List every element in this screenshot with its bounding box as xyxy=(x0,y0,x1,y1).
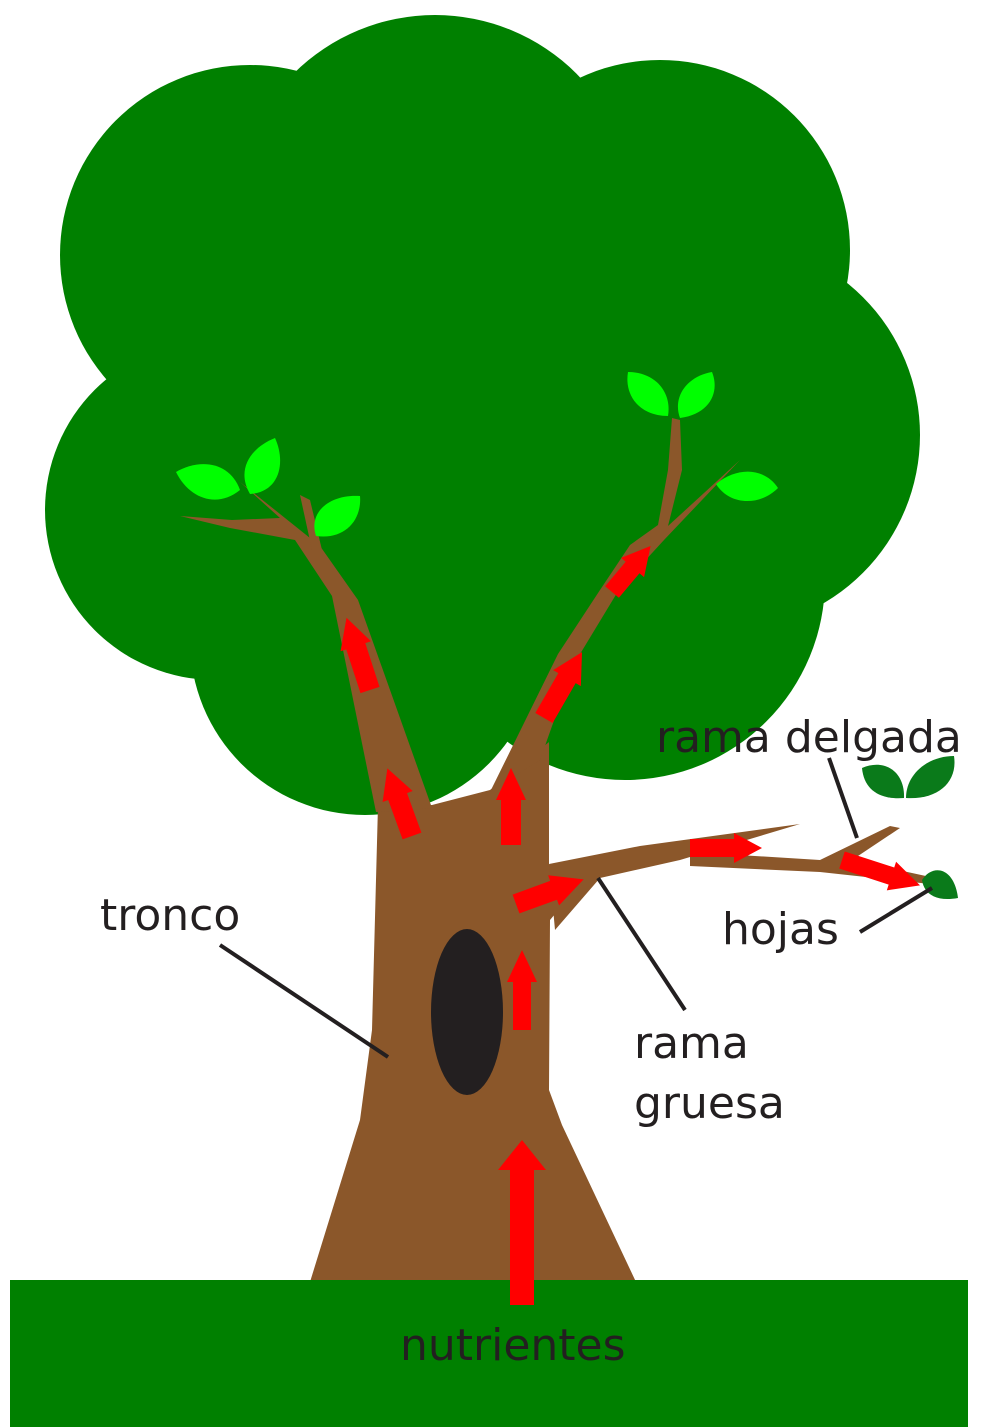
small-leaves xyxy=(862,756,958,900)
leaf-icon xyxy=(176,464,240,500)
label-rama-delgada: rama delgada xyxy=(656,712,962,763)
arrow-icon xyxy=(535,652,582,723)
label-tronco: tronco xyxy=(100,890,240,941)
left-twig xyxy=(300,495,322,550)
nutrient-flow-arrows xyxy=(340,546,920,1305)
label-nutrientes: nutrientes xyxy=(400,1320,626,1371)
leader-lines xyxy=(218,757,934,1059)
young-leaves xyxy=(176,372,778,537)
leaf-icon xyxy=(862,764,905,799)
leader-line xyxy=(218,943,390,1059)
thick-branch xyxy=(549,824,800,930)
leader-line xyxy=(827,757,859,839)
arrow-icon xyxy=(382,768,422,840)
arrow-icon xyxy=(690,833,762,863)
leaf-icon xyxy=(922,870,958,900)
ground xyxy=(10,1280,968,1427)
label-hojas: hojas xyxy=(722,904,839,955)
leader-line xyxy=(596,876,687,1012)
leaf-icon xyxy=(244,438,281,494)
arrow-icon xyxy=(605,546,651,598)
leaf-icon xyxy=(627,372,669,416)
label-rama-gruesa-line1: rama xyxy=(634,1018,749,1069)
leader-line xyxy=(858,886,934,934)
tree-canopy xyxy=(45,15,920,815)
arrow-icon xyxy=(839,851,920,891)
arrow-icon xyxy=(340,617,380,694)
arrow-icon xyxy=(512,875,584,914)
left-branch xyxy=(180,482,432,812)
leaf-icon xyxy=(314,495,361,537)
leaf-icon xyxy=(716,471,778,502)
trunk-hollow xyxy=(431,929,503,1095)
label-rama-gruesa-line2: gruesa xyxy=(634,1078,785,1129)
leaf-icon xyxy=(677,372,715,418)
leaf-icon xyxy=(906,756,955,799)
arrow-icon xyxy=(507,950,537,1030)
arrow-icon xyxy=(496,768,526,845)
arrow-icon xyxy=(498,1140,546,1305)
